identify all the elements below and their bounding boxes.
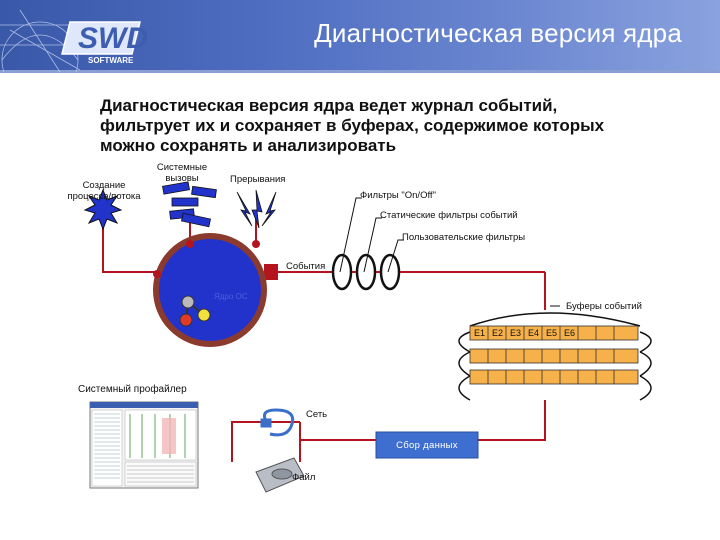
buffer-cell-e4: E4 <box>528 328 540 338</box>
label-event-buffers: Буферы событий <box>566 301 642 312</box>
swd-logo: SWD SOFTWARE <box>0 9 148 72</box>
label-system-calls: Системные вызовы <box>156 162 208 184</box>
label-network: Сеть <box>306 409 328 420</box>
label-file: Файл <box>292 472 316 483</box>
label-process-creation: Создание процесса/потока <box>67 180 141 202</box>
label-kernel-inner: Ядро ОС <box>214 292 248 301</box>
label-static-filters: Статические фильтры событий <box>380 210 518 221</box>
slide-title: Диагностическая версия ядра <box>314 18 682 48</box>
kernel-sphere <box>153 233 267 347</box>
system-calls-icon <box>162 181 217 228</box>
network-icon <box>260 408 295 437</box>
label-events: События <box>286 261 326 272</box>
buffer-cell-e3: E3 <box>510 328 522 338</box>
process-tree-icon <box>179 295 211 327</box>
label-data-collection: Сбор данных <box>396 440 458 451</box>
lead-text: Диагностическая версия ядра ведет журнал… <box>100 96 605 155</box>
buffer-cell-e1: E1 <box>474 328 486 338</box>
header-divider <box>0 70 720 73</box>
profiler-screenshot <box>89 401 199 489</box>
logo-wordmark: SWD <box>78 22 148 55</box>
logo-subtext: SOFTWARE <box>88 56 134 65</box>
interrupts-icon <box>236 189 277 229</box>
label-user-filters: Пользовательские фильтры <box>402 232 526 243</box>
hard-drive-icon <box>255 457 305 493</box>
label-interrupts: Прерывания <box>230 174 286 185</box>
label-profiler: Системный профайлер <box>78 384 187 395</box>
label-onoff-filters: Фильтры "On/Off" <box>360 190 436 201</box>
filter-rings <box>331 253 401 291</box>
buffer-cell-e6: E6 <box>564 328 576 338</box>
buffer-cell-e2: E2 <box>492 328 504 338</box>
data-collection-box <box>375 431 479 459</box>
process-creation-icon <box>83 188 123 231</box>
buffer-cell-e5: E5 <box>546 328 558 338</box>
